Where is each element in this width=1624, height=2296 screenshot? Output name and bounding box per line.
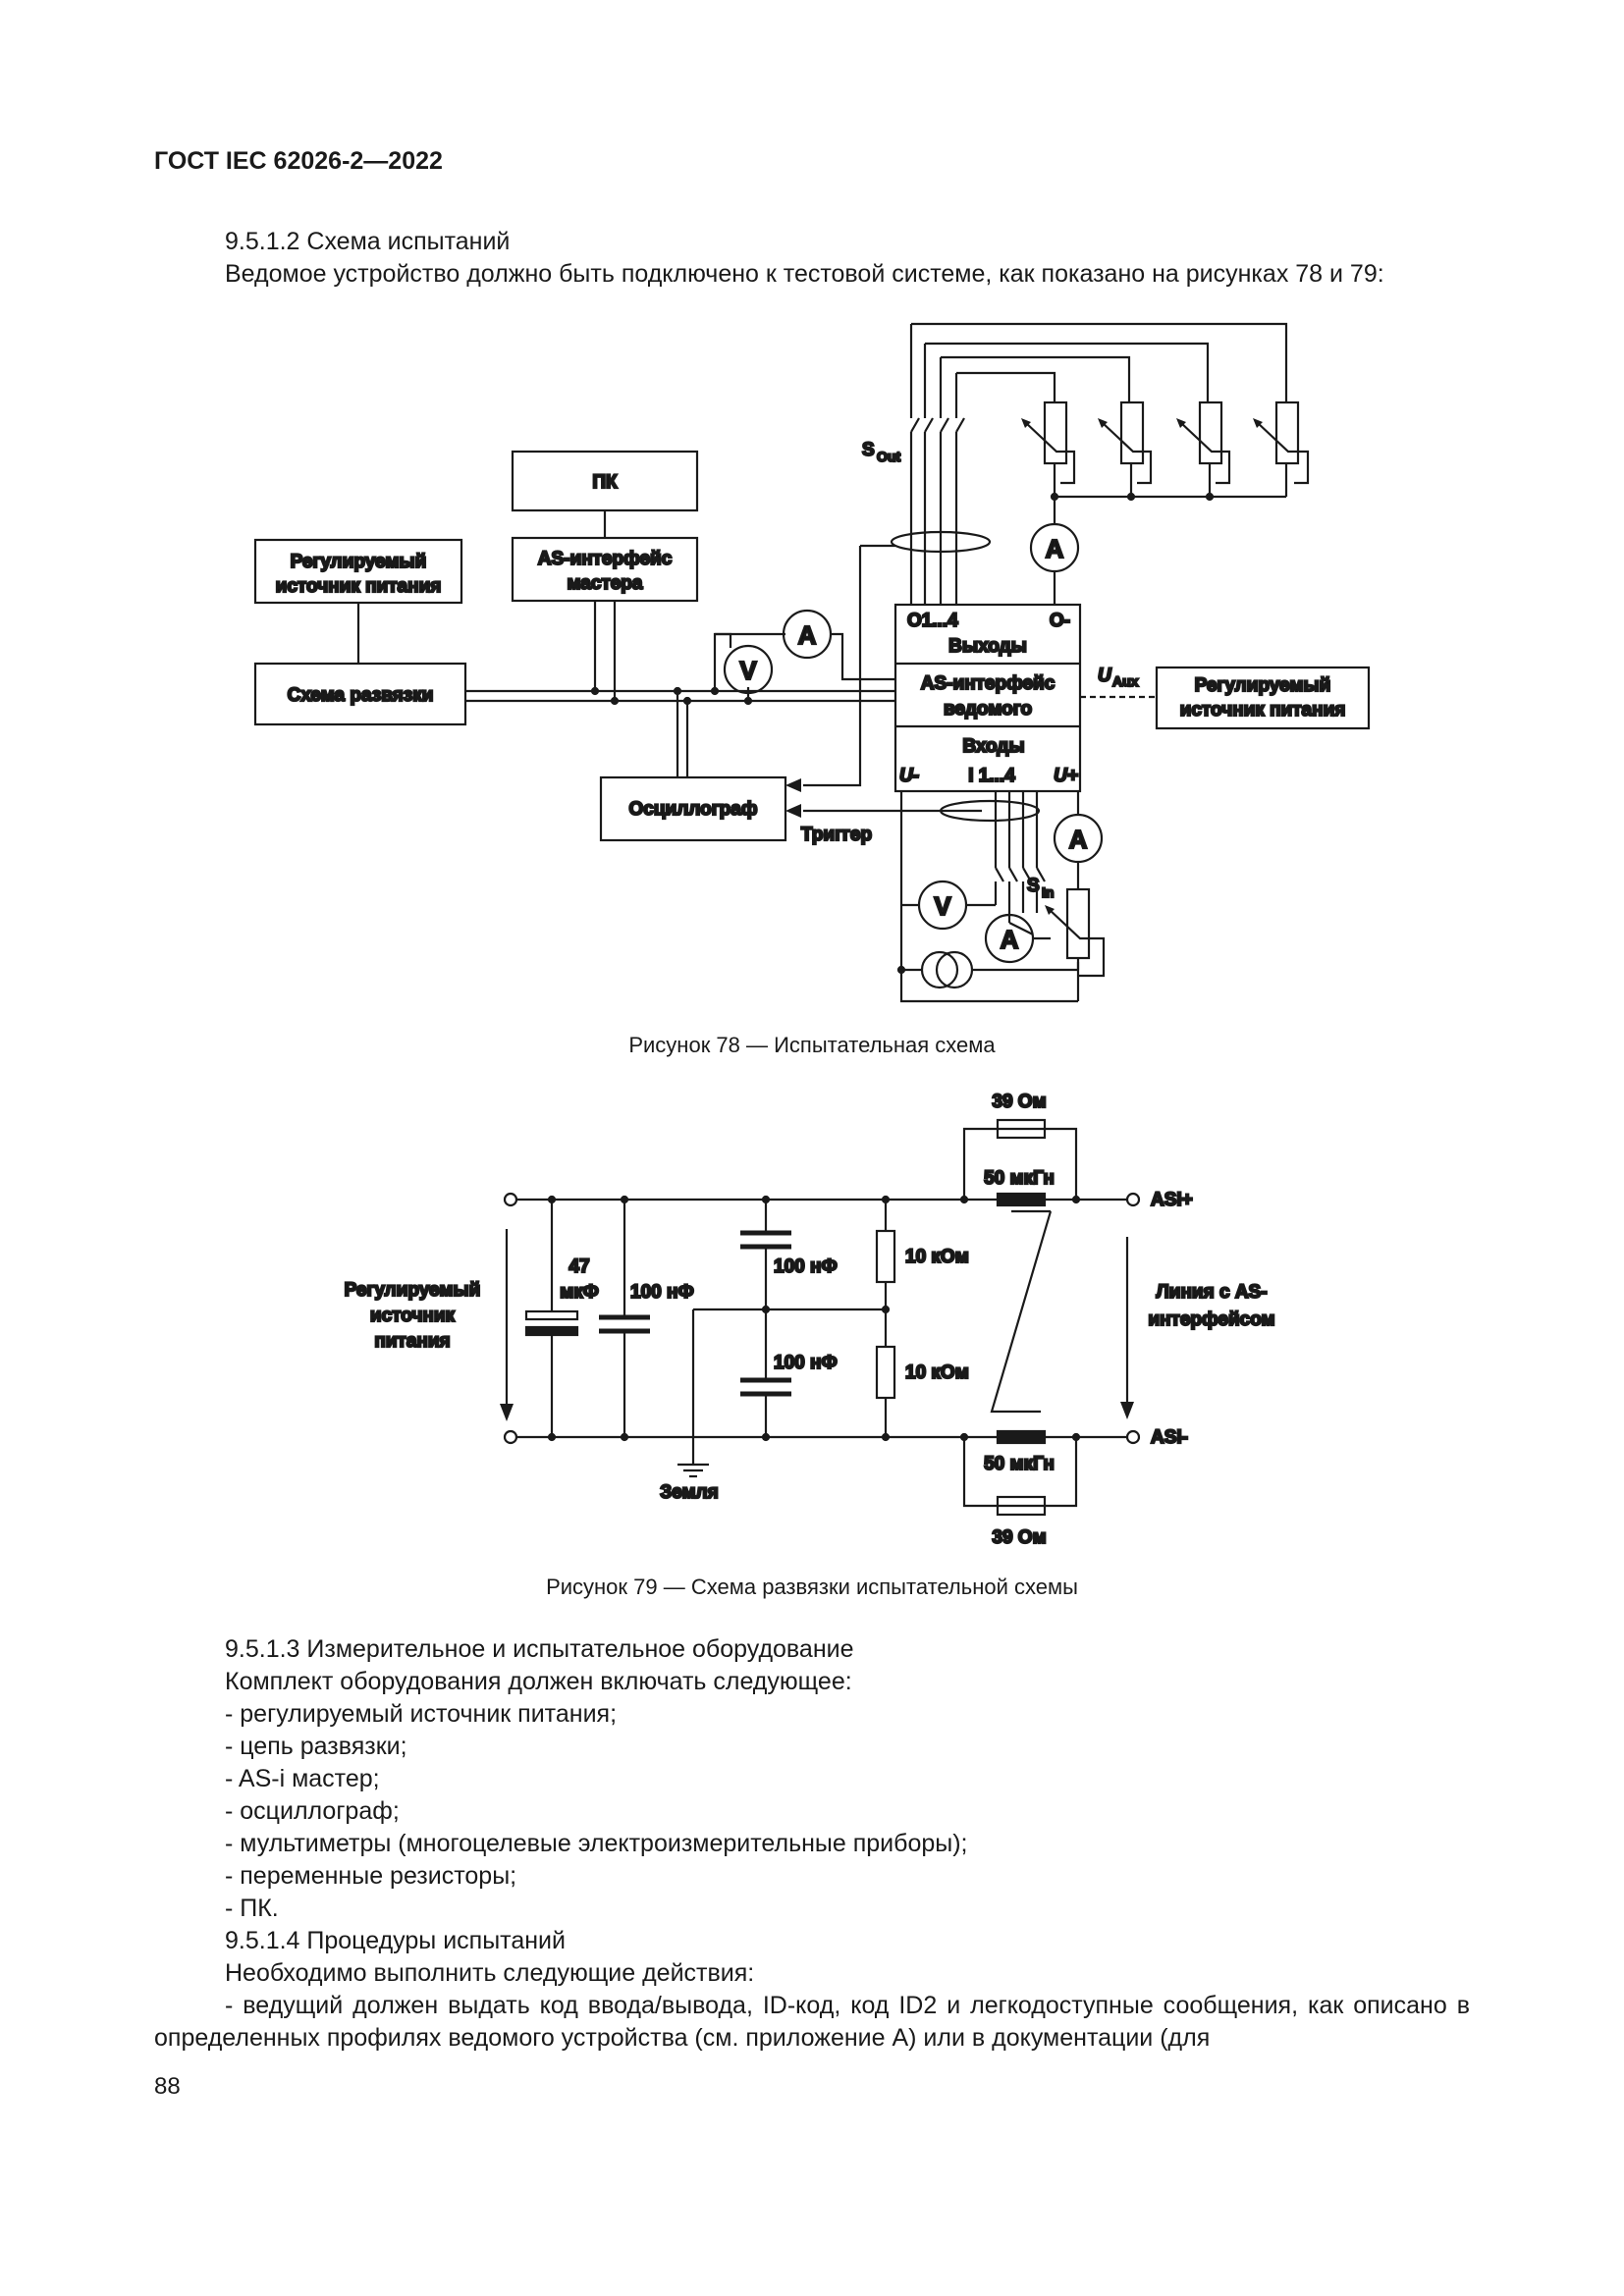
as-master-label-1: AS-интерфейс [538,549,673,569]
ground-label: Земля [660,1482,718,1503]
psu-label-1: Регулируемый [345,1280,481,1301]
decoupling-label: Схема развязки [288,685,434,706]
slave-as-label-1: AS-интерфейс [921,673,1056,694]
voltmeter-label: V [934,891,951,921]
figure-78-caption: Рисунок 78 — Испытательная схема [628,1033,996,1057]
section-9-5-1-3: 9.5.1.3 Измерительное и испытательное об… [154,1633,1470,2055]
figure-79-caption: Рисунок 79 — Схема развязки испытательно… [546,1575,1078,1599]
as-line-label-1: Линия с AS- [1156,1282,1267,1303]
c100-top-label: 100 нФ [774,1256,838,1277]
slave-o14-label: O1...4 [907,611,958,631]
psu-right-label-1: Регулируемый [1195,675,1331,696]
ammeter-label: A [798,620,817,650]
r39-top-label: 39 Ом [992,1092,1046,1112]
ammeter-label: A [1046,534,1064,563]
sout-label: S [862,440,875,460]
asi-minus-label: ASI- [1151,1427,1188,1448]
c100-label: 100 нФ [630,1282,694,1303]
slave-uminus-label: U- [899,766,919,786]
asi-plus-label: ASI+ [1151,1190,1193,1210]
psu-label-3: питания [374,1331,450,1352]
slave-outputs-label: Выходы [948,636,1027,657]
section-heading: 9.5.1.4 Процедуры испытаний [225,1927,566,1954]
voltmeter-label: V [739,656,757,685]
sin-label: S [1027,876,1040,896]
document-header: ГОСТ IEC 62026-2—2022 [154,147,443,175]
psu-right-box [1155,666,1371,730]
sin-subscript: In [1042,884,1054,900]
list-item: - осциллограф; [225,1797,400,1825]
psu-left-label-1: Регулируемый [291,552,427,572]
r10-bottom-label: 10 кОм [905,1362,969,1383]
r10-top-label: 10 кОм [905,1247,969,1267]
paragraph: - ведущий должен выдать код ввода/вывода… [154,1992,1470,2052]
psu-label-2: источник [370,1306,456,1326]
psu-right-label-2: источник питания [1180,700,1346,721]
ammeter-label: A [1069,825,1088,854]
paragraph: Ведомое устройство должно быть подключен… [225,260,1384,288]
ammeter-label: A [1001,925,1019,954]
section-heading: 9.5.1.3 Измерительное и испытательное об… [225,1635,854,1663]
sout-subscript: Out [877,449,900,464]
list-item: - ПК. [225,1895,279,1922]
list-item: - мультиметры (многоцелевые электроизмер… [225,1830,968,1857]
trigger-label: Триггер [801,825,872,845]
slave-i14-label: I 1...4 [968,766,1015,786]
pc-label: ПК [592,472,618,493]
list-item: - регулируемый источник питания; [225,1700,618,1728]
decoupling-box [253,662,467,726]
slave-ominus-label: O- [1050,611,1070,631]
list-item: - AS-i мастер; [225,1765,380,1792]
list-item: - переменные резисторы; [225,1862,517,1890]
r39-bottom-label: 39 Ом [992,1527,1046,1548]
section-9-5-1-2: 9.5.1.2 Схема испытаний Ведомое устройст… [154,226,1470,291]
c47-label-2: мкФ [560,1282,599,1303]
c47-label-1: 47 [568,1256,589,1277]
as-line-label-2: интерфейсом [1148,1309,1274,1330]
uaux-label: U [1098,666,1112,686]
paragraph: Необходимо выполнить следующие действия: [225,1959,755,1987]
slave-inputs-label: Входы [962,736,1024,757]
c100-bottom-label: 100 нФ [774,1353,838,1373]
as-master-label-2: мастера [568,573,643,594]
oscillograph-box [599,775,787,842]
l50-top-label: 50 мкГн [984,1168,1055,1189]
psu-left-label-2: источник питания [276,576,442,597]
list-item: - цепь развязки; [225,1733,407,1760]
paragraph: Комплект оборудования должен включать сл… [225,1668,852,1695]
uaux-subscript: Aux [1112,673,1139,689]
l50-bottom-label: 50 мкГн [984,1454,1055,1474]
slave-uplus-label: U+ [1054,766,1078,786]
oscillograph-label: Осциллограф [629,799,758,820]
slave-as-label-2: ведомого [944,699,1032,720]
page-number: 88 [154,2073,181,2100]
section-heading: 9.5.1.2 Схема испытаний [225,228,511,255]
